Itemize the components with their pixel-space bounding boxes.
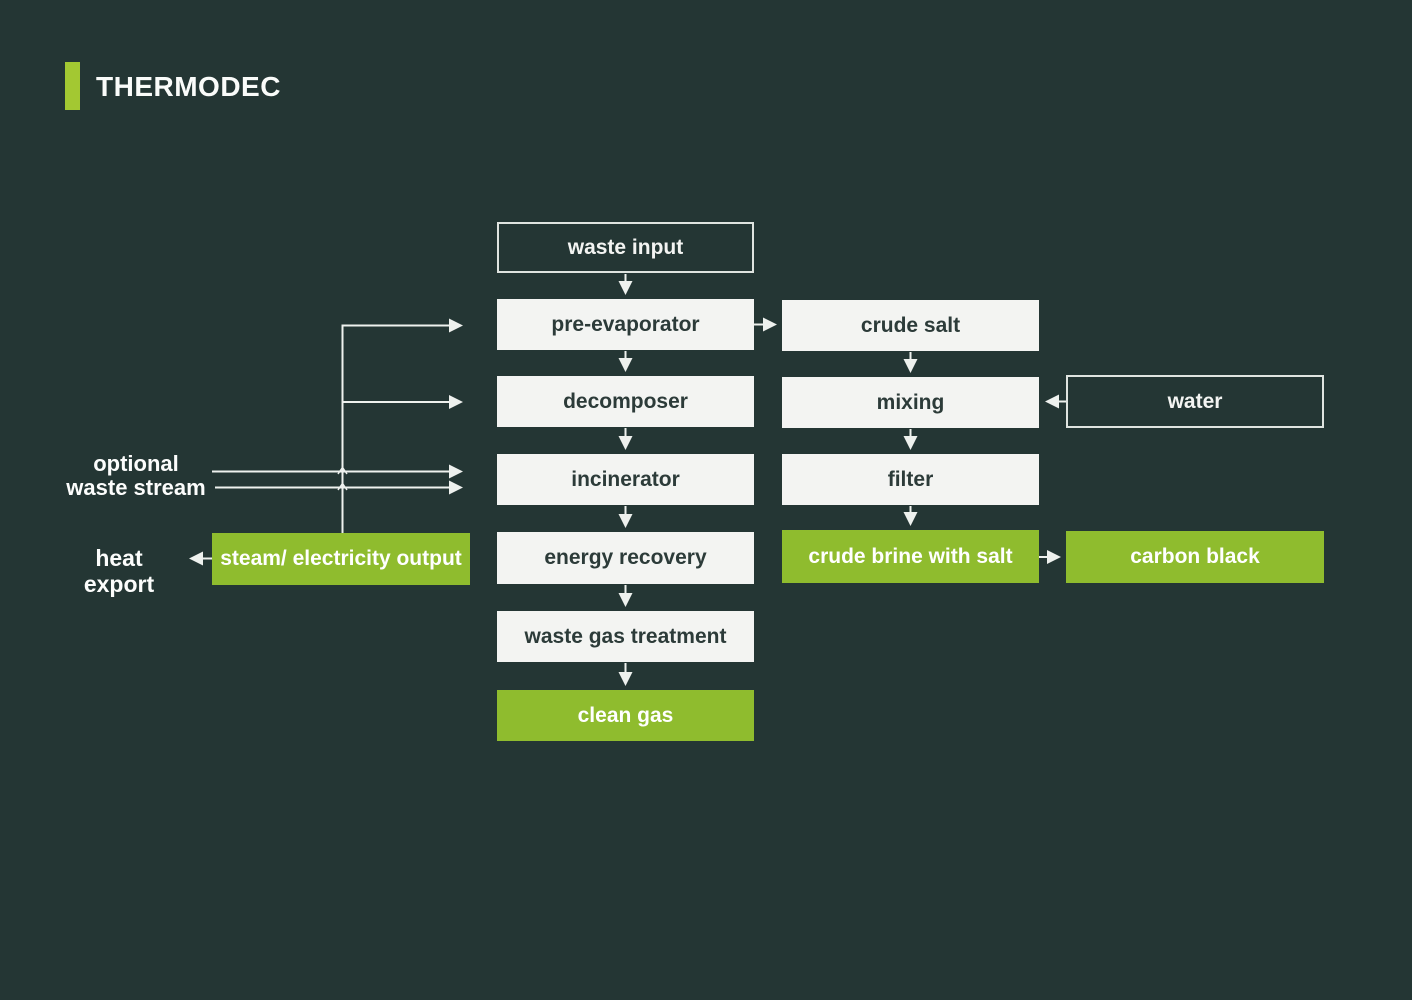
line-hop-1 xyxy=(337,466,348,475)
node-waste-input: waste input xyxy=(497,222,754,273)
optional-waste-stream-line2: waste stream xyxy=(66,475,206,500)
heat-export-label: heat export xyxy=(83,545,155,597)
node-incinerator: incinerator xyxy=(497,454,754,505)
optional-waste-stream-label: optional waste stream xyxy=(35,452,237,500)
line-hop-2 xyxy=(337,482,348,491)
node-crude-salt: crude salt xyxy=(782,300,1039,351)
node-crude-brine-with-salt: crude brine with salt xyxy=(782,530,1039,583)
node-clean-gas: clean gas xyxy=(497,690,754,741)
node-decomposer: decomposer xyxy=(497,376,754,427)
node-water: water xyxy=(1066,375,1324,428)
node-filter: filter xyxy=(782,454,1039,505)
page-title: THERMODEC xyxy=(96,71,281,102)
node-waste-gas-treatment: waste gas treatment xyxy=(497,611,754,662)
node-steam-electricity-output: steam/ electricity output xyxy=(212,533,470,585)
title-accent-bar xyxy=(65,62,80,110)
node-carbon-black: carbon black xyxy=(1066,531,1324,583)
line-steam-to-preevaporator xyxy=(341,318,463,533)
node-energy-recovery: energy recovery xyxy=(497,532,754,584)
node-pre-evaporator: pre-evaporator xyxy=(497,299,754,350)
node-mixing: mixing xyxy=(782,377,1039,428)
optional-waste-stream-line1: optional xyxy=(93,451,179,476)
